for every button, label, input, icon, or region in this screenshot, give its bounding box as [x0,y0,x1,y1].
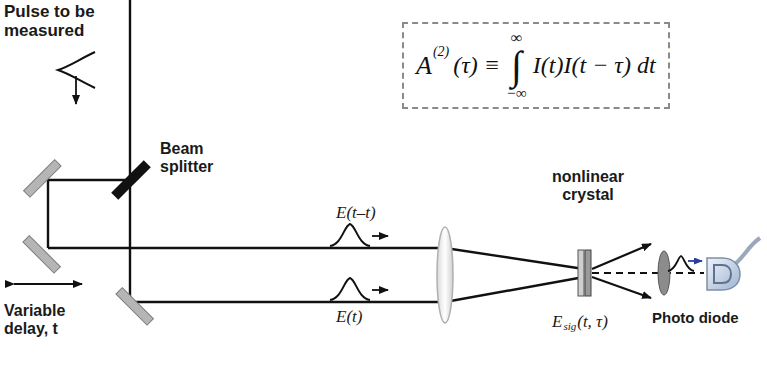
pulse-arrow [372,235,388,237]
formula: A(2)(τ) ≡ ∞∫−∞ I(t)I(t − τ) dt [416,30,656,101]
component-label: nonlinear crystal [540,168,636,204]
field-label: E(t–t) [336,203,376,222]
formula-box: A(2)(τ) ≡ ∞∫−∞ I(t)I(t − τ) dt [402,22,670,109]
delay-arrow [14,283,82,285]
formula-text: (τ) ≡ [453,52,500,79]
pulse-arrow [372,289,388,291]
subscript: sig [563,320,576,332]
pulse [330,278,370,300]
formula-superscript: (2) [433,44,449,60]
input-label: Pulse to be measured [4,2,116,40]
signal-pulse [668,256,694,271]
lens [658,251,670,295]
output-beam [592,277,651,298]
integral: ∞∫−∞ [506,30,527,101]
pulse-arrow [688,260,702,262]
integral-limit: ∞ [511,30,522,46]
formula-text: I(t)I(t − τ) dt [533,52,656,79]
delay-label: Variable delay, t [4,302,100,338]
lens [437,227,453,323]
component-label: Beam splitter [160,140,232,176]
signal-beam [592,272,704,274]
field-label: E(t) [336,307,362,326]
photodiode-icon [707,238,760,290]
beam-splitter [111,160,151,200]
signal-field-label: E [552,312,562,331]
output-beam [592,244,651,269]
nonlinear-crystal [578,250,584,296]
integral-sign: ∫ [511,46,522,86]
mirror [23,160,153,325]
formula-symbol: A [416,51,432,81]
beam-paths [48,0,584,302]
signal-field-label: (t, τ) [577,312,608,331]
detector-label: Photo diode [652,310,739,327]
delayed-pulse [330,224,370,246]
integral-limit: −∞ [506,86,527,101]
nonlinear-crystal [585,250,591,296]
input-arrow [75,76,77,104]
